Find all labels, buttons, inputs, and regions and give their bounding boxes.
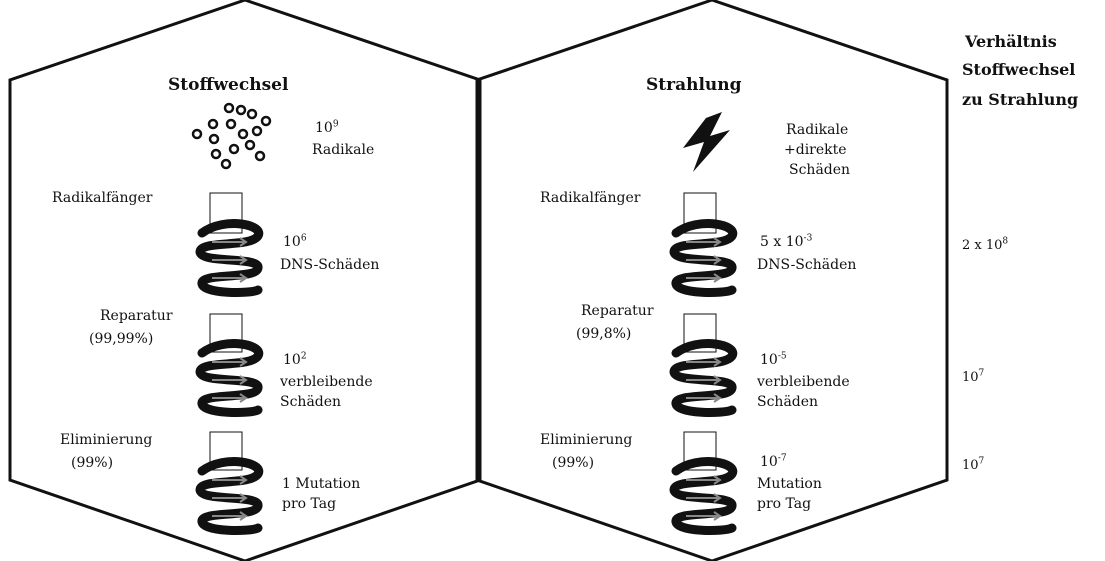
middle-remaining-line-2: Schäden bbox=[757, 394, 819, 410]
middle-title: Strahlung bbox=[646, 75, 742, 95]
middle-remaining-line-1: verbleibende bbox=[757, 374, 850, 390]
lightning-bolt-icon bbox=[683, 112, 730, 172]
ratio-title-line-3: zu Strahlung bbox=[962, 90, 1079, 109]
left-repair-pct: (99,99%) bbox=[89, 331, 154, 347]
left-radicals-label: Radikale bbox=[312, 142, 375, 158]
left-elimination-label: Eliminierung bbox=[60, 432, 153, 448]
middle-damage-label: DNS-Schäden bbox=[757, 257, 857, 273]
middle-mutation-count: 10-7 bbox=[760, 453, 787, 470]
dna-helix-icon bbox=[200, 462, 259, 531]
ratio-remaining: 107 bbox=[962, 368, 985, 385]
left-damage-label: DNS-Schäden bbox=[280, 257, 380, 273]
middle-damage-count: 5 x 10-3 bbox=[760, 233, 813, 250]
middle-repair-label: Reparatur bbox=[581, 303, 654, 319]
middle-scavenger-label: Radikalfänger bbox=[540, 190, 641, 206]
left-scavenger-label: Radikalfänger bbox=[52, 190, 153, 206]
middle-elimination-pct: (99%) bbox=[552, 455, 595, 471]
ratio-title-line-2: Stoffwechsel bbox=[962, 60, 1076, 79]
left-elimination-pct: (99%) bbox=[71, 455, 114, 471]
left-mutation-line-2: pro Tag bbox=[282, 496, 337, 512]
left-remaining-line-1: verbleibende bbox=[280, 374, 373, 390]
middle-radicals-line-3: Schäden bbox=[789, 162, 851, 178]
middle-repair-pct: (99,8%) bbox=[576, 326, 632, 342]
dna-helix-icon bbox=[200, 344, 259, 413]
dna-helix-icon bbox=[674, 462, 733, 531]
middle-elimination-label: Eliminierung bbox=[540, 432, 633, 448]
radicals-icon bbox=[191, 102, 272, 170]
middle-radicals-line-1: Radikale bbox=[786, 122, 849, 138]
middle-mutation-line-1: Mutation bbox=[757, 476, 822, 492]
left-radicals-count: 109 bbox=[315, 119, 339, 136]
ratio-damage: 2 x 108 bbox=[962, 236, 1009, 253]
ratio-title-line-1: Verhältnis bbox=[965, 32, 1057, 51]
middle-remaining-count: 10-5 bbox=[760, 351, 787, 368]
left-repair-label: Reparatur bbox=[100, 308, 173, 324]
left-damage-count: 106 bbox=[283, 233, 307, 250]
left-title: Stoffwechsel bbox=[168, 75, 289, 95]
middle-mutation-line-2: pro Tag bbox=[757, 496, 812, 512]
left-mutation-line-1: 1 Mutation bbox=[282, 476, 361, 492]
left-remaining-line-2: Schäden bbox=[280, 394, 342, 410]
ratio-mutation: 107 bbox=[962, 456, 985, 473]
dna-helix-icon bbox=[200, 224, 259, 293]
dna-helix-icon bbox=[674, 224, 733, 293]
left-remaining-count: 102 bbox=[283, 351, 307, 368]
middle-radicals-line-2: +direkte bbox=[784, 142, 847, 158]
middle-hexagon bbox=[475, 0, 949, 561]
dna-helix-icon bbox=[674, 344, 733, 413]
